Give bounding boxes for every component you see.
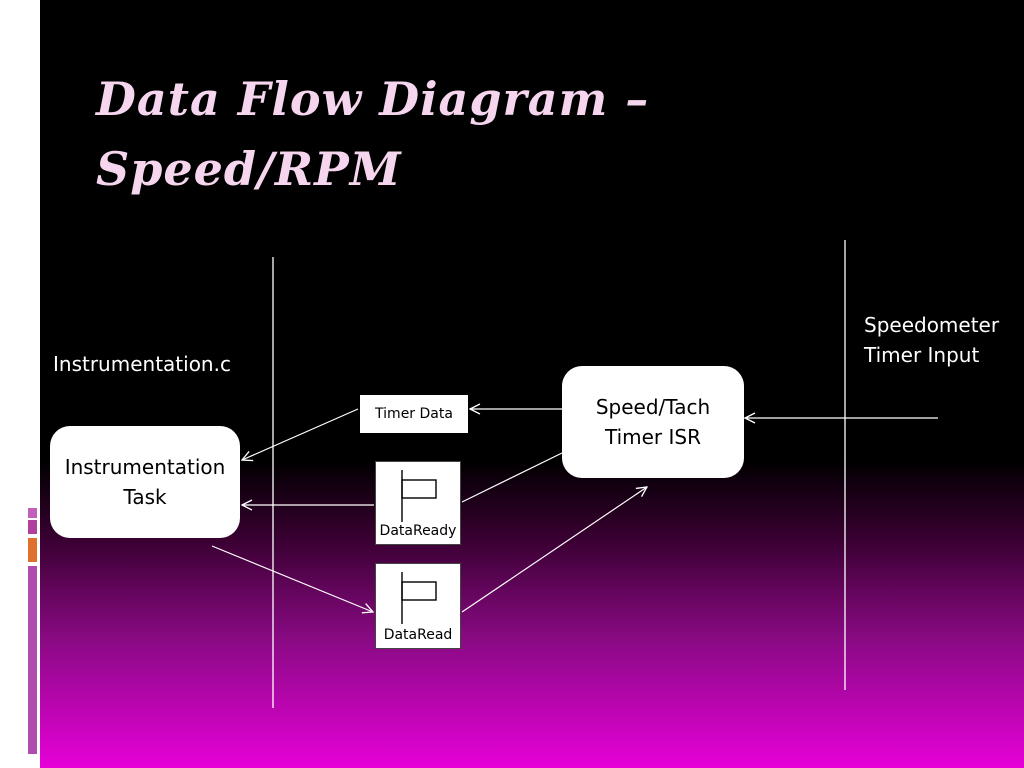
accent-bar-2: [28, 520, 37, 534]
slide-title-line-1: Data Flow Diagram –: [96, 72, 650, 126]
input-label-line-2: Timer Input: [864, 343, 980, 367]
timer-data-label: Timer Data: [375, 406, 453, 422]
timer-isr-box: Speed/Tach Timer ISR: [562, 366, 744, 478]
slide-title-line-2: Speed/RPM: [96, 142, 402, 196]
flag-icon: [401, 572, 437, 624]
instrumentation-task-box: Instrumentation Task: [50, 426, 240, 538]
dataread-flag: DataRead: [375, 563, 461, 649]
instrumentation-task-line-2: Task: [123, 485, 167, 509]
instrumentation-task-line-1: Instrumentation: [64, 455, 226, 479]
timer-data-store: Timer Data: [360, 395, 468, 433]
accent-bar-4: [28, 566, 37, 754]
accent-bar-1: [28, 508, 37, 518]
input-label-line-1: Speedometer: [864, 313, 1000, 337]
arrow-task-to-dataread: [211, 545, 373, 612]
input-label: Speedometer Timer Input: [864, 310, 1020, 370]
dataready-label: DataReady: [379, 523, 457, 539]
dataread-label: DataRead: [383, 627, 453, 643]
timer-isr-line-2: Timer ISR: [604, 425, 701, 449]
slide-title: Data Flow Diagram – Speed/RPM: [96, 64, 856, 204]
accent-bar-3: [28, 538, 37, 562]
dataready-flag: DataReady: [375, 461, 461, 545]
arrow-dataread-to-isr: [461, 487, 647, 613]
timer-isr-line-1: Speed/Tach: [595, 395, 711, 419]
module-label: Instrumentation.c: [53, 352, 231, 376]
arrow-timer-data-to-task: [242, 408, 359, 460]
line-isr-to-dataready: [461, 452, 563, 503]
flag-icon: [401, 470, 437, 522]
